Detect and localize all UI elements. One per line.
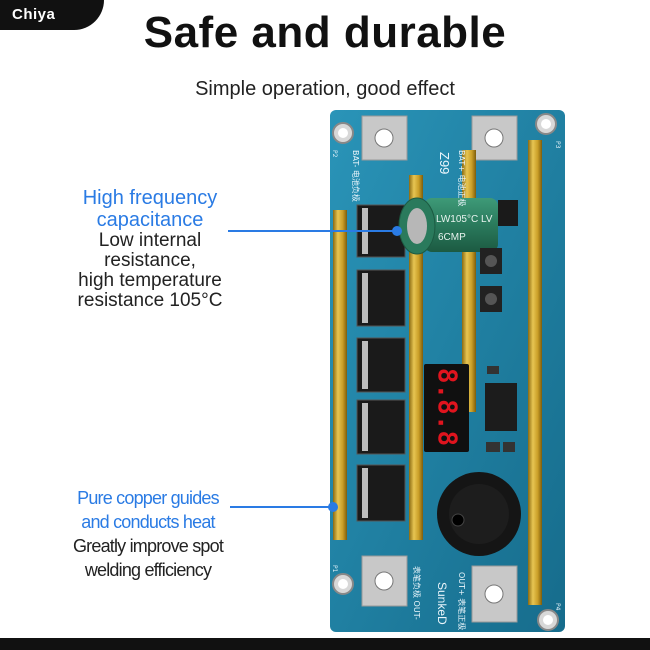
led-digits: 8.8.8 [432,368,462,446]
bottom-frame [0,638,650,650]
callout-copper: Pure copper guides and conducts heat Gre… [48,486,248,582]
page-subtitle: Simple operation, good effect [195,78,455,100]
brand-name: Chiya [12,6,56,23]
terminal-pads [361,115,518,623]
callout-connector-copper [230,506,332,508]
pad-label-p3: P3 [554,141,561,149]
pad-label-p4: P4 [554,603,561,611]
callout-capacitance-heading-1: High frequency [82,187,218,209]
pad-label-bottom-left: 表笔负极 OUT- [412,566,422,620]
callout-dot-capacitance [392,226,402,236]
callout-capacitance-desc-2: resistance, [104,250,196,271]
page-title: Safe and durable [143,8,507,57]
maker-label: SunkeD [435,582,449,625]
pad-label-p2: P2 [331,150,338,158]
brand-badge: Chiya [0,0,104,30]
callout-capacitance-desc-3: high temperature [78,270,222,291]
callout-copper-desc-1: Greatly improve spot [72,536,224,556]
pad-label-p1: P1 [331,565,338,573]
pad-label-bottom-right: OUT+ 表笔正极 [457,572,467,630]
callout-connector-capacitance [228,230,396,232]
led-display: 8.8.8 [424,364,469,452]
callout-capacitance-desc-1: Low internal [98,230,202,251]
callout-copper-heading-1: Pure copper guides [77,488,220,508]
capacitor-label-1: LW105°C LV [436,214,493,225]
capacitor: LW105°C LV 6CMP [398,197,498,255]
callout-dot-copper [328,502,338,512]
callout-capacitance-heading-2: capacitance [96,209,204,231]
callout-capacitance: High frequency capacitance Low internal … [60,187,240,311]
model-label: Z99 [437,152,452,174]
callout-copper-heading-2: and conducts heat [81,512,215,532]
pad-label-top-right: BAT+ 电池正极 [457,150,467,206]
pad-label-top-left: BAT- 电池负极 [351,150,361,202]
buzzer [437,472,521,556]
small-components [480,200,518,452]
capacitor-label-2: 6CMP [438,232,466,243]
mounting-holes [332,113,559,631]
callout-capacitance-desc-4: resistance 105°C [77,290,223,311]
callout-copper-desc-2: welding efficiency [84,560,212,580]
